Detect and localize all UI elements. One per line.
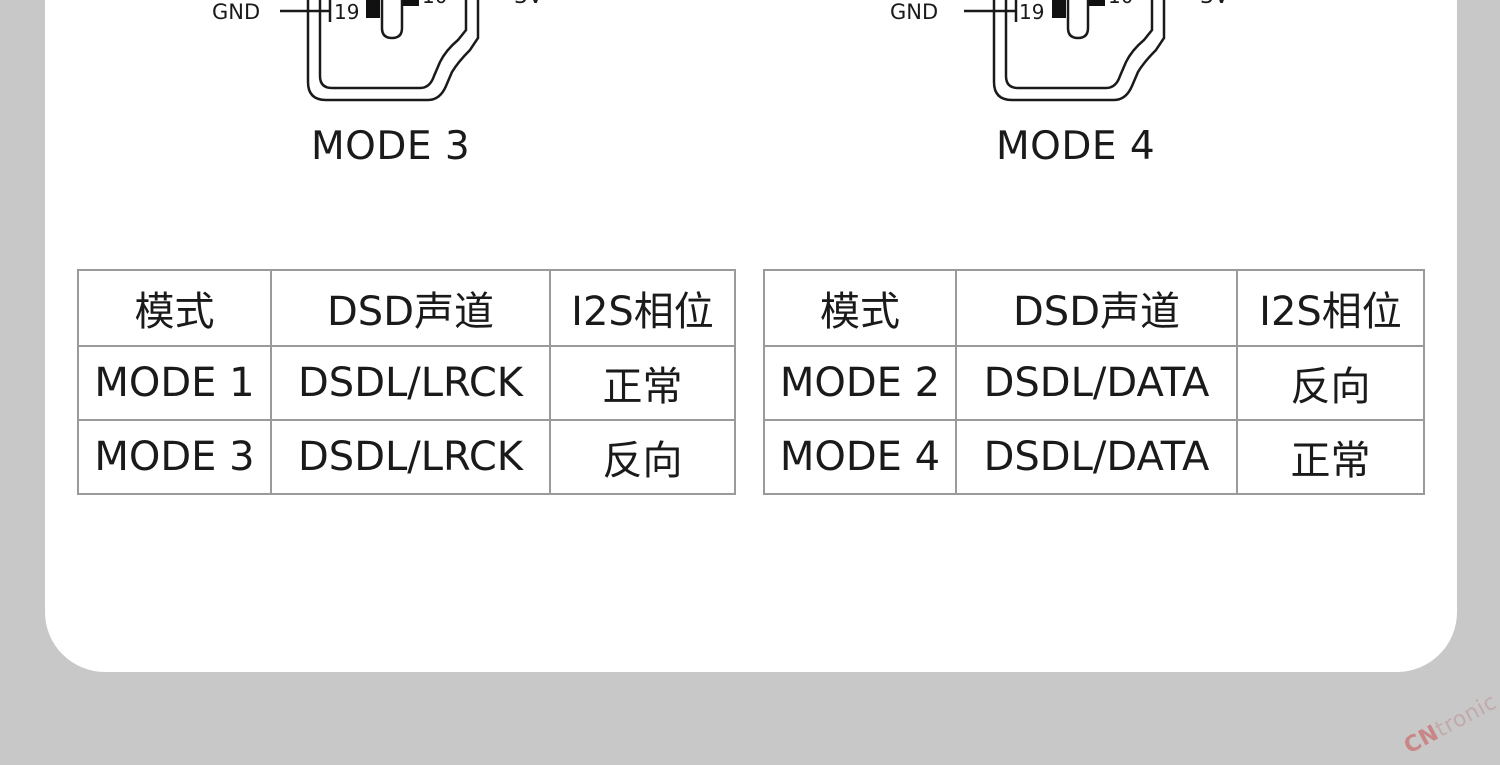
pin-block-right xyxy=(1089,0,1105,6)
cell-mode: MODE 3 xyxy=(77,419,272,495)
cell-mode: MODE 2 xyxy=(763,345,957,421)
header-mode: 模式 xyxy=(77,269,272,347)
pin-number-label-right: 10 xyxy=(422,0,447,8)
pin-block-right xyxy=(403,0,419,6)
table-header-row: 模式 DSD声道 I2S相位 xyxy=(77,269,736,347)
gnd-label: GND xyxy=(212,0,260,24)
jumper-diagram-left xyxy=(280,0,480,102)
table-row: MODE 2 DSDL/DATA 反向 xyxy=(763,345,1425,421)
header-dsd-channel: DSD声道 xyxy=(955,269,1238,347)
mode-table-left: 模式 DSD声道 I2S相位 MODE 1 DSDL/LRCK 正常 MODE … xyxy=(77,269,736,495)
cell-i2s-phase: 正常 xyxy=(549,345,736,421)
gnd-label: GND xyxy=(890,0,938,24)
cell-mode: MODE 4 xyxy=(763,419,957,495)
voltage-label: 3V xyxy=(1200,0,1229,9)
mode-table-right: 模式 DSD声道 I2S相位 MODE 2 DSDL/DATA 反向 MODE … xyxy=(763,269,1425,495)
header-dsd-channel: DSD声道 xyxy=(270,269,551,347)
pin-block-left xyxy=(366,0,380,18)
jumper-diagrams: GND 19 10 3V GND 19 10 3V xyxy=(212,0,1229,102)
cell-dsd-channel: DSDL/LRCK xyxy=(270,345,551,421)
header-i2s-phase: I2S相位 xyxy=(549,269,736,347)
pin-number-label: 19 xyxy=(334,0,359,24)
cell-dsd-channel: DSDL/DATA xyxy=(955,345,1238,421)
cell-i2s-phase: 反向 xyxy=(1236,345,1425,421)
watermark-logo: CNtronic xyxy=(1400,690,1500,760)
mode-caption-right: MODE 4 xyxy=(996,124,1156,169)
pin-block-left xyxy=(1052,0,1066,18)
watermark-suffix: tronic xyxy=(1431,689,1500,743)
pin-number-label-right: 10 xyxy=(1108,0,1133,8)
cell-dsd-channel: DSDL/LRCK xyxy=(270,419,551,495)
header-mode: 模式 xyxy=(763,269,957,347)
voltage-label: 3V xyxy=(514,0,543,9)
pin-number-label: 19 xyxy=(1019,0,1044,24)
mode-caption-left: MODE 3 xyxy=(311,124,471,169)
header-i2s-phase: I2S相位 xyxy=(1236,269,1425,347)
table-row: MODE 3 DSDL/LRCK 反向 xyxy=(77,419,736,495)
cell-mode: MODE 1 xyxy=(77,345,272,421)
cell-i2s-phase: 正常 xyxy=(1236,419,1425,495)
table-header-row: 模式 DSD声道 I2S相位 xyxy=(763,269,1425,347)
cell-dsd-channel: DSDL/DATA xyxy=(955,419,1238,495)
table-row: MODE 1 DSDL/LRCK 正常 xyxy=(77,345,736,421)
jumper-diagram-right xyxy=(964,0,1166,102)
table-row: MODE 4 DSDL/DATA 正常 xyxy=(763,419,1425,495)
cell-i2s-phase: 反向 xyxy=(549,419,736,495)
